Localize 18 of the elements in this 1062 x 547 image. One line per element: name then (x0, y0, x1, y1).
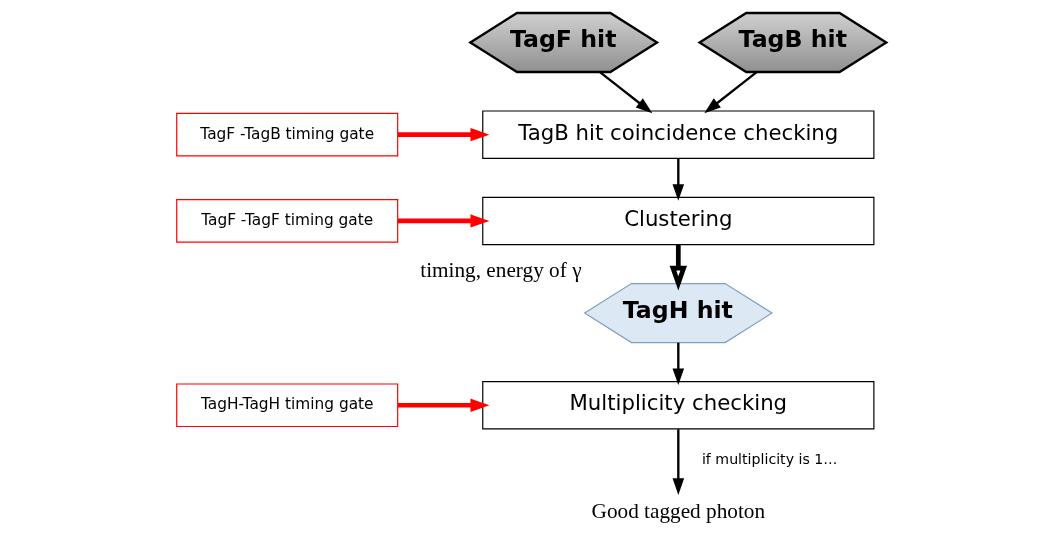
arrow (672, 429, 684, 495)
node-box: Clustering (481, 196, 874, 246)
node-box: Multiplicity checking (481, 381, 874, 430)
arrow (397, 128, 489, 142)
edge-label: if multiplicity is 1… (701, 451, 838, 468)
node-box: TagF -TagB timing gate (175, 112, 398, 157)
arrow (397, 214, 489, 228)
arrow (672, 342, 684, 386)
node-text: Good tagged photon (591, 498, 765, 523)
arrow (703, 71, 757, 114)
node-label: timing, energy of γ (419, 257, 582, 282)
arrow (672, 158, 684, 201)
arrow (669, 244, 687, 291)
arrow (397, 398, 489, 412)
node-box: TagF -TagF timing gate (175, 199, 398, 243)
node-box: TagH-TagH timing gate (175, 383, 398, 428)
node-box: TagB hit coincidence checking (481, 110, 874, 159)
arrow (598, 71, 652, 114)
